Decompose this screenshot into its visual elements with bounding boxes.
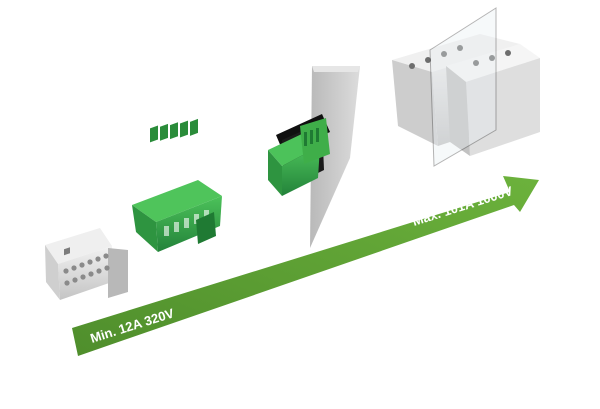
- power-block-screw-holes: [409, 45, 511, 69]
- small-grey-terminal-block: [45, 228, 128, 300]
- grey-panel: [310, 66, 360, 248]
- green-panel-feedthrough-connector: [268, 114, 330, 196]
- terminal-screw-holes: [63, 253, 110, 286]
- rating-arrow-shape: [72, 176, 539, 356]
- green-pluggable-connector: [132, 118, 222, 252]
- large-grey-power-terminal-blocks: [392, 7, 540, 167]
